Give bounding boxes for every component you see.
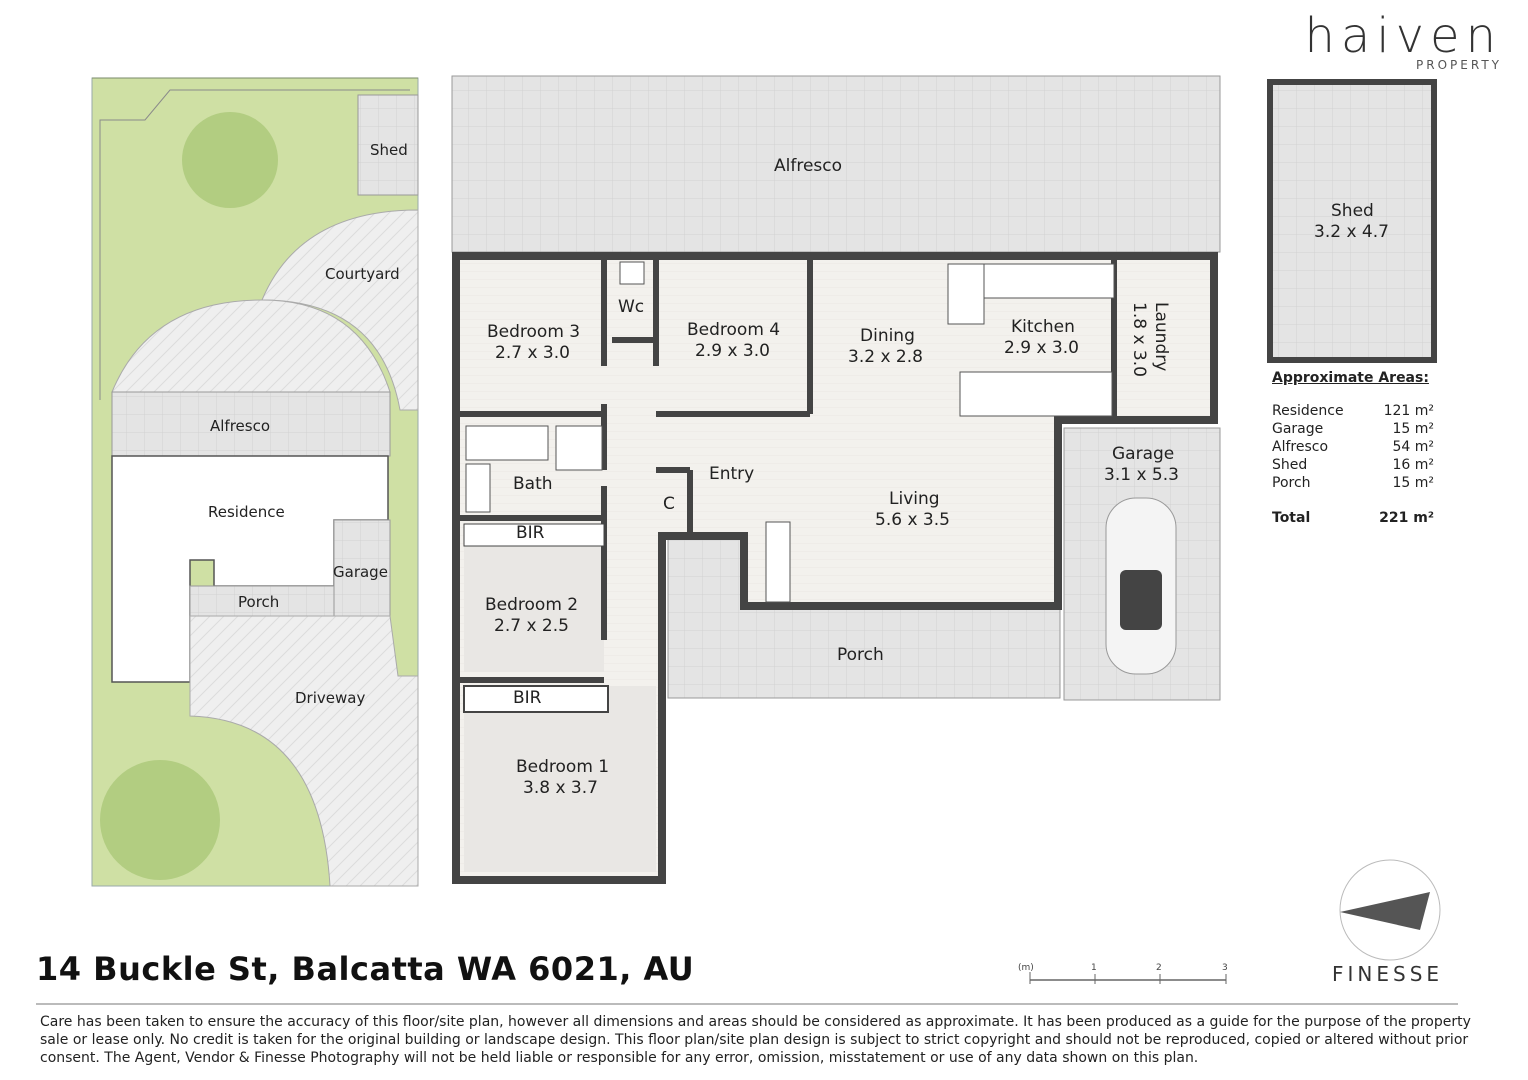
scale-unit: (m) xyxy=(1018,963,1034,973)
site-shed-label: Shed xyxy=(370,141,408,159)
shed-area xyxy=(1267,79,1437,363)
shed-name: Shed xyxy=(1331,201,1374,221)
finesse-logo: FINESSE xyxy=(1332,962,1444,986)
divider xyxy=(36,1003,1458,1005)
shed-dims: 3.2 x 4.7 xyxy=(1314,222,1389,242)
alfresco-area xyxy=(451,75,1221,253)
brand-sub: PROPERTY xyxy=(1416,58,1502,72)
fireplace-icon xyxy=(765,521,791,603)
site-driveway xyxy=(189,615,419,887)
bir-bottom-label: BIR xyxy=(513,688,542,708)
living-name: Living xyxy=(889,489,940,509)
bedroom4-dims: 2.9 x 3.0 xyxy=(695,341,770,361)
bedroom1-carpet xyxy=(464,686,656,872)
site-courtyard-label: Courtyard xyxy=(325,265,400,283)
cupboard-label: C xyxy=(663,494,675,514)
bedroom1-dims: 3.8 x 3.7 xyxy=(523,778,598,798)
bir-top-label: BIR xyxy=(516,523,545,543)
bedroom2-name: Bedroom 2 xyxy=(485,595,579,615)
kitchen-dims: 2.9 x 3.0 xyxy=(1004,338,1079,358)
bedroom2-carpet xyxy=(464,524,604,672)
site-alfresco xyxy=(111,391,391,457)
bir-bottom-box xyxy=(463,685,609,713)
bedroom3-name: Bedroom 3 xyxy=(487,322,581,342)
bedroom3-dims: 2.7 x 3.0 xyxy=(495,343,570,363)
living-dims: 5.6 x 3.5 xyxy=(875,510,950,530)
site-driveway-label: Driveway xyxy=(295,689,366,707)
dining-name: Dining xyxy=(860,326,915,346)
car-icon xyxy=(1105,497,1177,675)
wc-label: Wc xyxy=(618,297,645,317)
floor-plan xyxy=(451,75,1437,884)
bedroom2-dims: 2.7 x 2.5 xyxy=(494,616,569,636)
entry-label: Entry xyxy=(709,464,755,484)
site-courtyard xyxy=(261,209,419,411)
bedroom4-name: Bedroom 4 xyxy=(687,320,781,340)
porch-label: Porch xyxy=(837,645,884,665)
garage-dims: 3.1 x 5.3 xyxy=(1104,465,1179,485)
laundry-name: Laundry xyxy=(1151,302,1171,372)
kitchen-island xyxy=(959,371,1113,417)
site-plan xyxy=(91,77,419,887)
vanity-icon xyxy=(465,463,491,513)
brand-name: haiven xyxy=(1304,8,1502,64)
shower-icon xyxy=(555,425,603,471)
areas-heading: Approximate Areas: xyxy=(1272,370,1429,386)
dining-dims: 3.2 x 2.8 xyxy=(848,347,923,367)
scale-tick-1: 1 xyxy=(1091,963,1097,973)
tree-icon xyxy=(182,112,278,208)
site-porch-label: Porch xyxy=(238,593,280,611)
site-shed xyxy=(357,94,419,196)
tree-icon xyxy=(100,760,220,880)
scale-tick-3: 3 xyxy=(1222,963,1228,973)
brand-logo: haiven PROPERTY xyxy=(1304,8,1502,72)
alfresco-label: Alfresco xyxy=(774,156,843,176)
north-arrow-icon xyxy=(1339,859,1441,961)
site-alfresco-label: Alfresco xyxy=(210,417,271,435)
site-garage-label: Garage xyxy=(333,563,388,581)
disclaimer-text: Care has been taken to ensure the accura… xyxy=(40,1014,1471,1066)
bathtub-icon xyxy=(465,425,549,461)
laundry-dims: 1.8 x 3.0 xyxy=(1129,302,1149,377)
toilet-icon xyxy=(619,261,645,285)
scale-tick-2: 2 xyxy=(1156,963,1162,973)
property-address: 14 Buckle St, Balcatta WA 6021, AU xyxy=(36,950,695,988)
garage-name: Garage xyxy=(1112,444,1175,464)
site-residence-label: Residence xyxy=(208,503,285,521)
bedroom1-name: Bedroom 1 xyxy=(516,757,610,777)
kitchen-name: Kitchen xyxy=(1011,317,1075,337)
bath-label: Bath xyxy=(513,474,553,494)
scale-bar xyxy=(1029,972,1227,984)
